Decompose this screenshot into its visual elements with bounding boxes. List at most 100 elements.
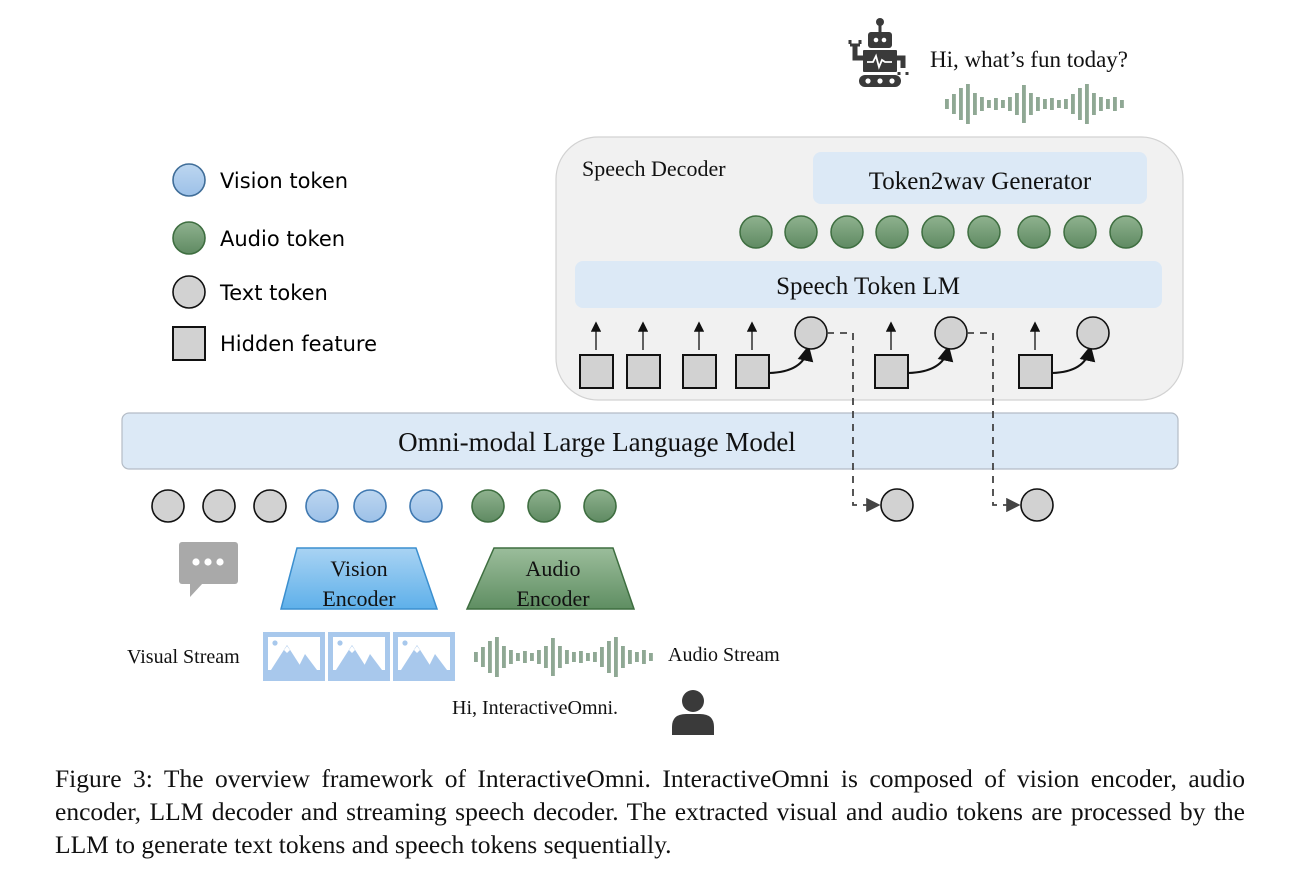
waveform-bar — [966, 84, 970, 124]
robot-audio-waveform — [945, 84, 1124, 124]
audio-encoder-shape — [465, 547, 636, 610]
legend-vision-token-swatch — [172, 163, 206, 197]
waveform-bar — [502, 646, 506, 668]
audio-stream-label: Audio Stream — [668, 644, 780, 666]
visual-stream-frames — [263, 632, 455, 681]
audio-token — [1063, 215, 1097, 249]
audio-token — [1017, 215, 1051, 249]
waveform-bar — [1036, 97, 1040, 111]
waveform-bar — [945, 99, 949, 109]
vision-encoder-label-line2: Encoder — [322, 586, 396, 611]
waveform-bar — [1106, 99, 1110, 109]
legend-audio-token-label: Audio token — [220, 227, 345, 251]
waveform-bar — [579, 651, 583, 663]
waveform-bar — [1078, 88, 1082, 120]
waveform-bar — [1085, 84, 1089, 124]
hidden-feature — [579, 354, 614, 389]
legend-vision-token-label: Vision token — [220, 169, 348, 193]
audio-token — [527, 489, 561, 523]
hidden-feature — [874, 354, 909, 389]
waveform-bar — [488, 641, 492, 673]
audio-token — [921, 215, 955, 249]
waveform-bar — [614, 637, 618, 677]
waveform-bar — [621, 646, 625, 668]
waveform-bar — [1092, 93, 1096, 115]
waveform-bar — [558, 646, 562, 668]
legend-audio-token-swatch — [172, 221, 206, 255]
audio-token — [739, 215, 773, 249]
waveform-bar — [495, 637, 499, 677]
token2wav-generator-box — [813, 152, 1147, 204]
speech-audio-tokens — [739, 215, 1143, 249]
dashed-connector — [967, 332, 1021, 513]
waveform-bar — [1120, 100, 1124, 108]
chat-bubble-icon — [179, 542, 238, 597]
speech-token-lm-box — [575, 261, 1162, 308]
robot-icon — [848, 18, 909, 87]
waveform-bar — [1099, 97, 1103, 111]
waveform-bar — [994, 98, 998, 110]
waveform-bar — [1113, 97, 1117, 111]
text-token — [934, 316, 968, 350]
image-frame-icon — [328, 632, 390, 681]
waveform-bar — [1008, 97, 1012, 111]
waveform-bar — [1001, 100, 1005, 108]
vision-token — [305, 489, 339, 523]
audio-token — [583, 489, 617, 523]
waveform-bar — [544, 646, 548, 668]
hidden-feature — [626, 354, 661, 389]
speech-decoder-title: Speech Decoder — [582, 156, 726, 181]
dashed-connector — [827, 332, 881, 513]
waveform-bar — [530, 653, 534, 661]
waveform-bar — [987, 100, 991, 108]
waveform-bar — [1015, 93, 1019, 115]
legend-hidden-feature-label: Hidden feature — [220, 332, 377, 356]
waveform-bar — [642, 650, 646, 664]
waveform-bar — [1043, 99, 1047, 109]
input-tokens — [151, 489, 617, 523]
hidden-feature — [682, 354, 717, 389]
waveform-bar — [572, 652, 576, 662]
audio-encoder-label-line2: Encoder — [516, 586, 590, 611]
audio-token — [784, 215, 818, 249]
audio-stream-waveform — [474, 637, 653, 677]
curved-arrow — [1051, 345, 1096, 374]
text-token — [794, 316, 828, 350]
audio-token — [1109, 215, 1143, 249]
audio-token — [967, 215, 1001, 249]
vision-encoder-shape — [280, 547, 439, 610]
hidden-feature — [1018, 354, 1053, 389]
waveform-bar — [1022, 85, 1026, 123]
output-text-token — [880, 488, 914, 522]
waveform-bar — [586, 653, 590, 661]
waveform-bar — [1071, 94, 1075, 114]
speech-decoder-inputs — [579, 316, 1110, 389]
speech-token-lm-label: Speech Token LM — [776, 273, 960, 300]
waveform-bar — [565, 650, 569, 664]
waveform-bar — [959, 88, 963, 120]
waveform-bar — [481, 647, 485, 667]
audio-encoder-label-line1: Audio — [526, 556, 581, 581]
text-token — [253, 489, 287, 523]
curved-arrow — [768, 345, 814, 374]
audio-token — [875, 215, 909, 249]
llm-label: Omni-modal Large Language Model — [398, 427, 796, 457]
robot-speech-text: Hi, what’s fun today? — [930, 47, 1128, 72]
vision-token — [353, 489, 387, 523]
waveform-bar — [516, 653, 520, 661]
waveform-bar — [635, 652, 639, 662]
waveform-bar — [537, 650, 541, 664]
text-token — [202, 489, 236, 523]
text-token-connectors — [827, 332, 1054, 522]
legend: Vision token Audio token Text token Hidd… — [172, 163, 377, 361]
hidden-feature — [735, 354, 770, 389]
waveform-bar — [1064, 99, 1068, 109]
framework-diagram: Hi, what’s fun today? Vision token Audio… — [121, 18, 1184, 735]
waveform-bar — [551, 638, 555, 676]
waveform-bar — [1029, 93, 1033, 115]
waveform-bar — [523, 651, 527, 663]
waveform-bar — [593, 652, 597, 662]
waveform-bar — [607, 641, 611, 673]
user-icon — [672, 690, 714, 735]
legend-hidden-feature-swatch — [172, 326, 206, 361]
